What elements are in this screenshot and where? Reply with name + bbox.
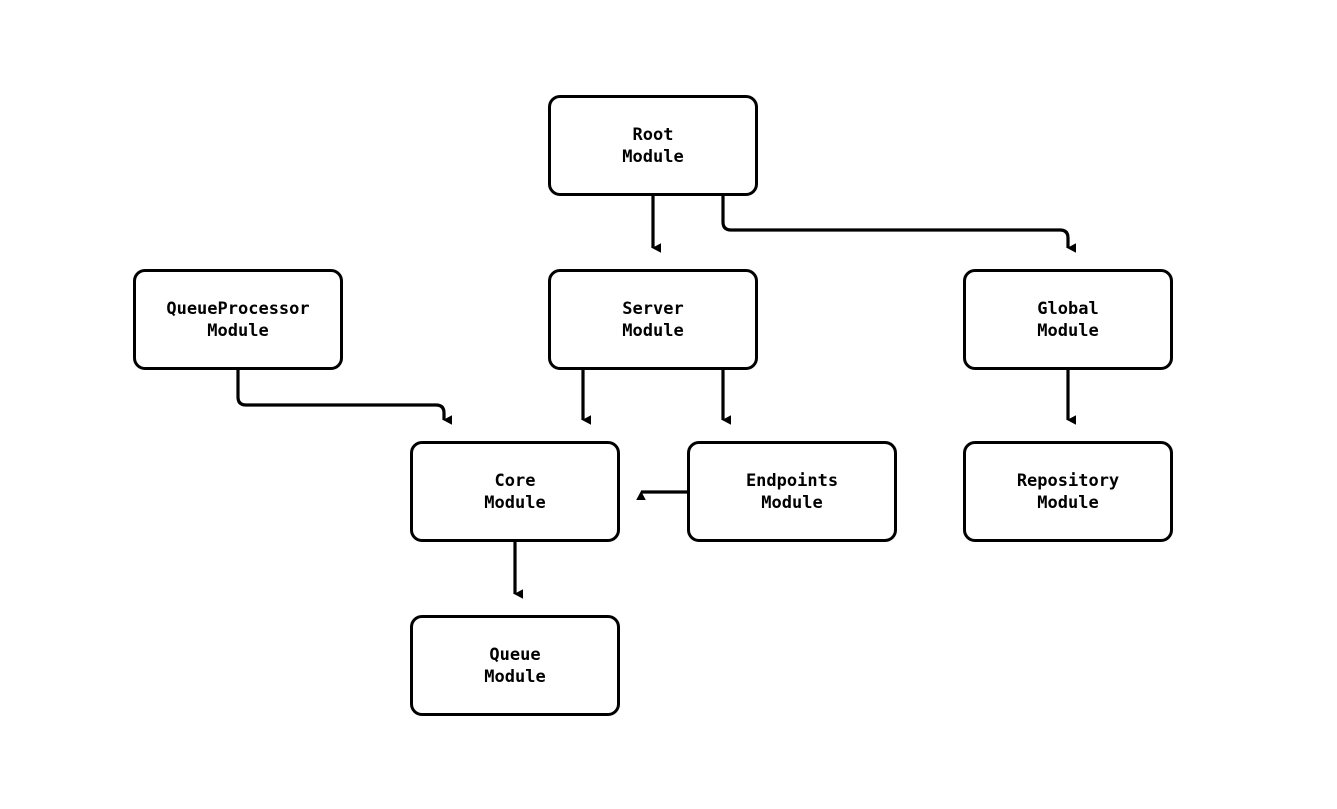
node-root-module[interactable]: Root Module [548, 95, 758, 196]
node-core-module-label-line2: Module [484, 492, 546, 513]
node-queue-module-label-line2: Module [484, 666, 546, 687]
node-queue-module-label-line1: Queue [489, 644, 541, 665]
edge-root-global [721, 196, 1076, 253]
node-endpoints-module[interactable]: Endpoints Module [687, 441, 897, 542]
node-server-module-label-line1: Server [622, 298, 684, 319]
node-server-module-label-line2: Module [622, 320, 684, 341]
edge-queueprocessor-core [236, 370, 452, 425]
node-core-module-label-line1: Core [494, 470, 536, 491]
node-repository-module-label-line2: Module [1037, 492, 1099, 513]
node-root-module-label-line2: Module [622, 146, 684, 167]
node-global-module-label-line2: Module [1037, 320, 1099, 341]
node-server-module[interactable]: Server Module [548, 269, 758, 370]
node-global-module[interactable]: Global Module [963, 269, 1173, 370]
node-repository-module-label-line1: Repository [1016, 470, 1120, 491]
node-queue-module[interactable]: Queue Module [410, 615, 620, 716]
node-queueprocessor-module[interactable]: QueueProcessor Module [133, 269, 343, 370]
node-global-module-label-line1: Global [1037, 298, 1099, 319]
node-queueprocessor-module-label-line1: QueueProcessor [166, 298, 310, 319]
node-repository-module[interactable]: Repository Module [963, 441, 1173, 542]
node-core-module[interactable]: Core Module [410, 441, 620, 542]
node-endpoints-module-label-line1: Endpoints [745, 470, 839, 491]
node-queueprocessor-module-label-line2: Module [207, 320, 269, 341]
node-root-module-label-line1: Root [632, 124, 674, 145]
node-endpoints-module-label-line2: Module [761, 492, 823, 513]
